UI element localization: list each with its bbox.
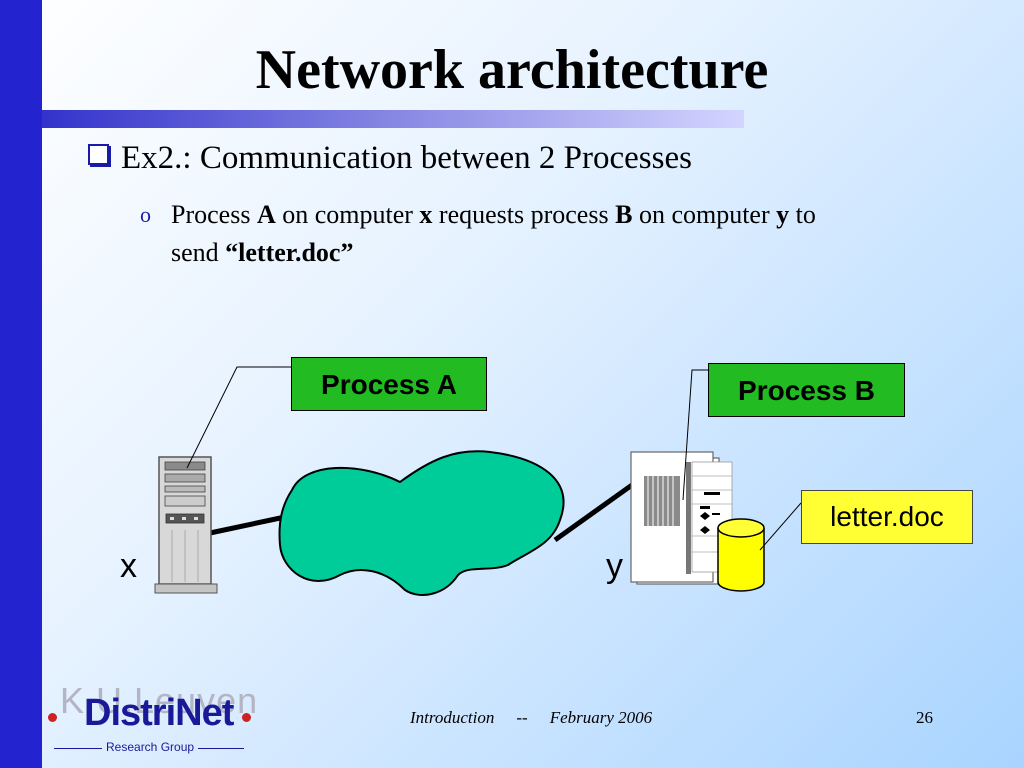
- text-run: Process: [171, 200, 257, 229]
- bullet-level1-text: Ex2.: Communication between 2 Processes: [121, 140, 692, 176]
- bullet-level2: o Process A on computer x requests proce…: [140, 196, 840, 272]
- bold-run: B: [615, 200, 633, 229]
- tower-computer-icon: [154, 456, 218, 594]
- logo-name: DistriNet: [84, 692, 234, 734]
- text-run: requests process: [432, 200, 616, 229]
- footer-section: Introduction: [410, 708, 495, 727]
- square-bullet-icon: [88, 144, 109, 165]
- bold-run: x: [419, 200, 433, 229]
- left-accent-bar: [0, 0, 42, 768]
- callout-line-process-b: [682, 369, 708, 501]
- bold-run: y: [776, 200, 790, 229]
- process-b-label: Process B: [708, 363, 905, 417]
- footer-date: February 2006: [549, 708, 653, 727]
- link-line-y: [553, 482, 634, 543]
- logo-dot-left-icon: [48, 713, 57, 722]
- network-cloud-shape: [278, 450, 565, 596]
- bullet-level2-text: Process A on computer x requests process…: [140, 196, 840, 272]
- kuleuven-watermark: K.U.Leuven: [60, 680, 259, 721]
- bold-run: “letter.doc”: [225, 238, 354, 267]
- server-computer-icon: [630, 451, 733, 585]
- logo-subtitle: Research Group: [106, 740, 195, 754]
- computer-y-label: y: [606, 547, 623, 585]
- slide-title: Network architecture: [255, 39, 769, 101]
- database-cylinder-icon: [717, 518, 765, 592]
- footer-info: Introduction -- February 2006: [410, 708, 674, 728]
- process-a-label: Process A: [291, 357, 487, 411]
- computer-x-label: x: [120, 547, 137, 585]
- bullet-level1: Ex2.: Communication between 2 Processes: [88, 140, 692, 177]
- distrinet-logo: K.U.Leuven DistriNet Research Group: [46, 680, 259, 762]
- text-run: on computer: [275, 200, 420, 229]
- callout-line-process-a: [186, 366, 291, 469]
- callout-line-file: [759, 502, 802, 551]
- logo-rule-left: [54, 748, 102, 749]
- title-underline-bar: [42, 110, 744, 128]
- circle-bullet-icon: o: [140, 202, 151, 227]
- link-line-x: [209, 514, 286, 536]
- logo-dot-right-icon: [242, 713, 251, 722]
- file-label: letter.doc: [801, 490, 973, 544]
- page-number: 26: [916, 708, 933, 727]
- text-run: to send: [171, 200, 816, 267]
- text-run: on computer: [632, 200, 777, 229]
- bold-run: A: [256, 200, 276, 229]
- logo-rule-right: [198, 748, 244, 749]
- footer-separator: --: [516, 708, 528, 727]
